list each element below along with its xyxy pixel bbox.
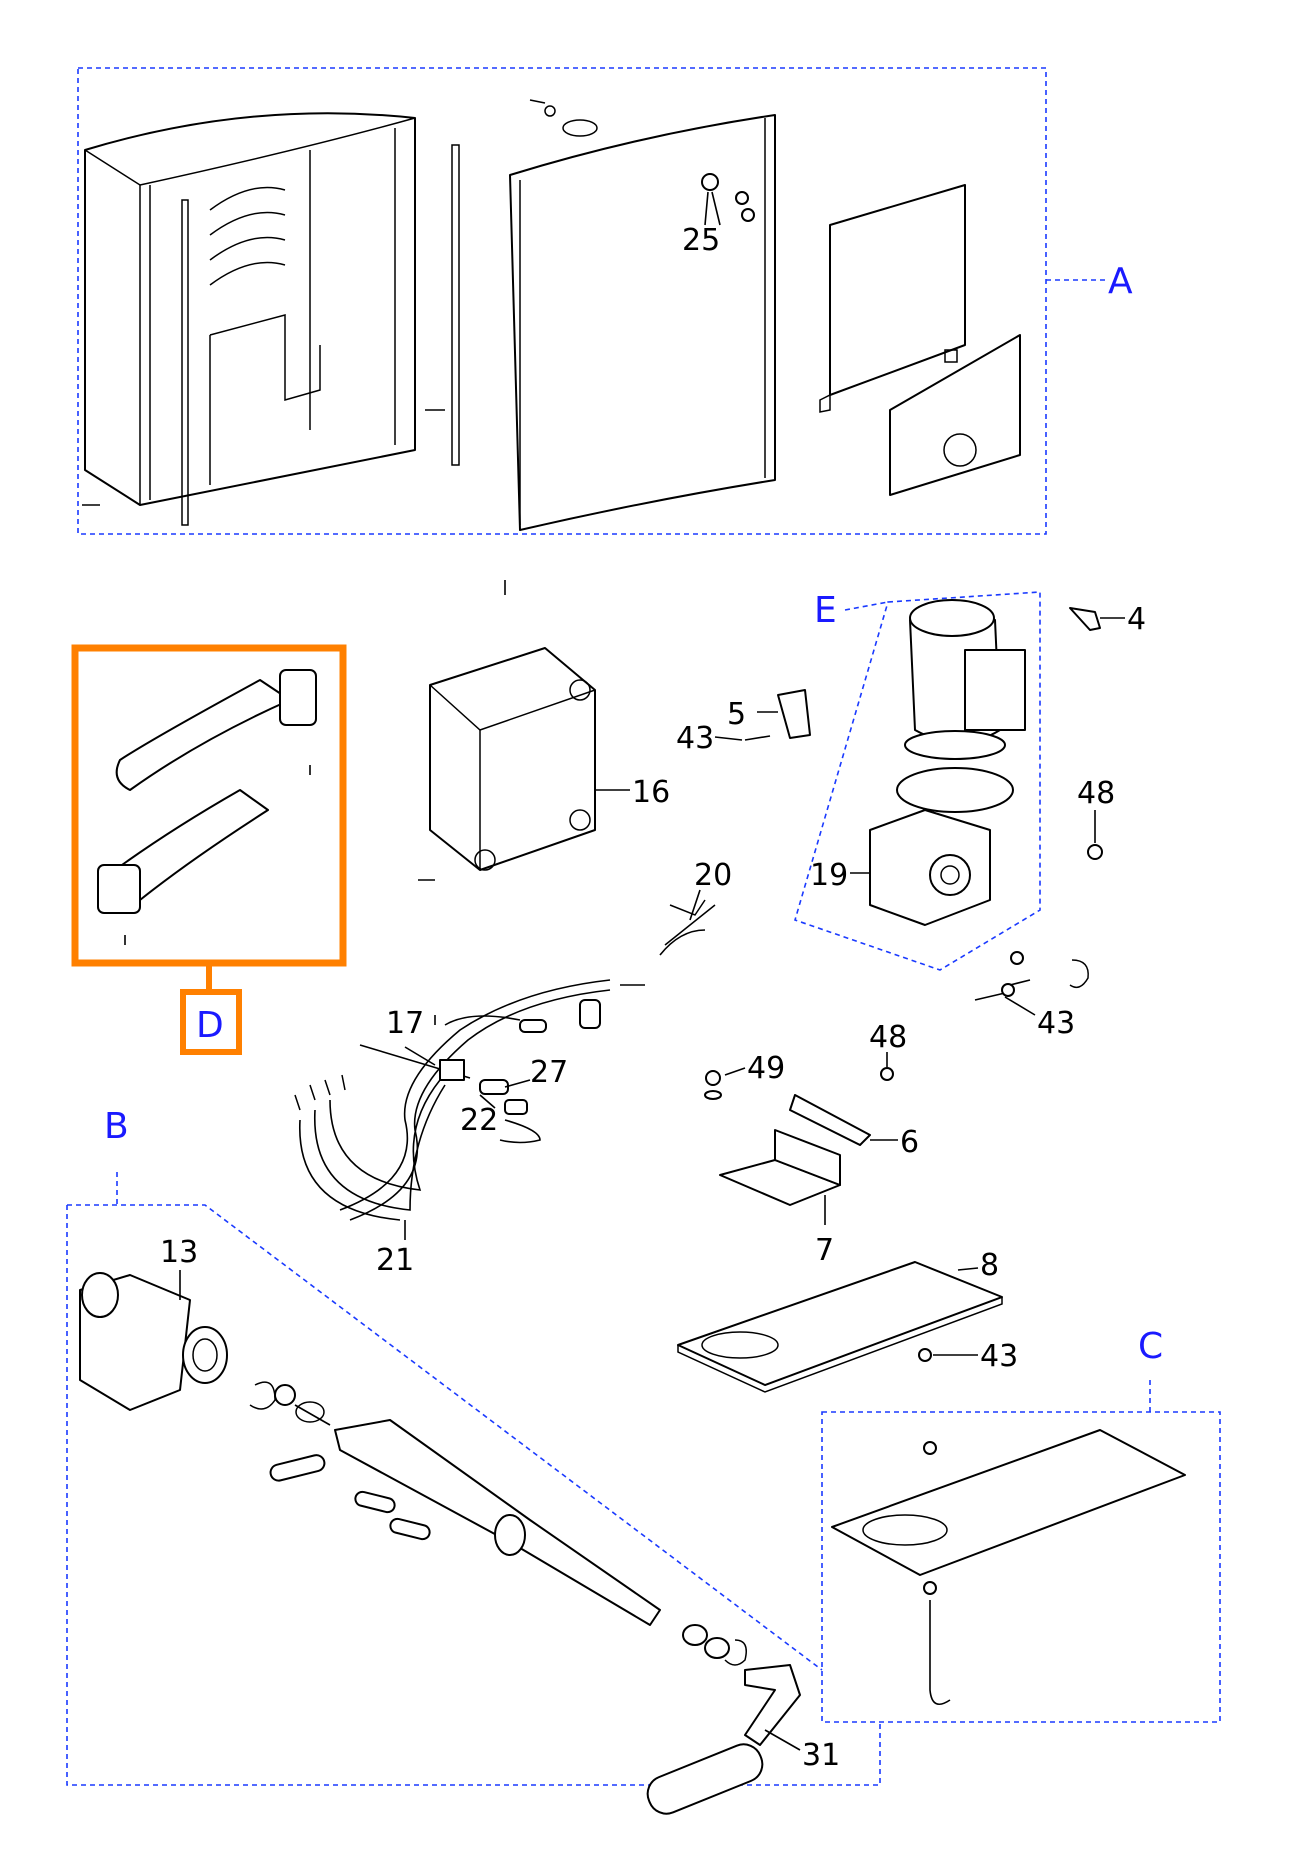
callout-48-upper: 48: [1077, 776, 1115, 811]
callout-49: 49: [747, 1051, 785, 1086]
mounting-plate: [819, 184, 1021, 496]
callout-31: 31: [802, 1738, 840, 1773]
callout-48-lower: 48: [869, 1020, 907, 1055]
callout-43-middle: 43: [1037, 1006, 1075, 1041]
group-d-release-lever: D: [71, 644, 347, 1055]
seal-strip: [451, 144, 460, 466]
callout-8: 8: [980, 1248, 999, 1283]
callout-7: 7: [815, 1233, 834, 1268]
callout-20: 20: [694, 858, 732, 893]
control-box: [418, 580, 630, 881]
lock-with-keys: [701, 173, 755, 226]
callout-5: 5: [727, 697, 746, 732]
nut-48-lower: [880, 1067, 894, 1081]
base-plate-8: [677, 1261, 1003, 1393]
bracket-5: [777, 689, 811, 739]
group-c-label: C: [1138, 1326, 1163, 1367]
group-d-label-box: [180, 989, 242, 1055]
callout-17: 17: [386, 1006, 424, 1041]
mounting-bracket-7: [719, 1129, 841, 1225]
callout-16: 16: [632, 775, 670, 810]
group-e-motor: E: [794, 590, 1041, 971]
group-b-frame-top: [67, 1204, 823, 1671]
angle-bracket-6: [789, 1094, 898, 1146]
callout-21: 21: [376, 1243, 414, 1278]
group-e-frame: [794, 591, 1041, 971]
group-a-frame: [77, 67, 1047, 535]
group-a-housing: A: [77, 67, 1133, 535]
callout-22: 22: [460, 1103, 498, 1138]
group-b-label: B: [104, 1106, 129, 1147]
screw-43-lower: [918, 1348, 932, 1362]
screws-and-clip: [974, 951, 1089, 1016]
group-a-label: A: [1108, 261, 1133, 302]
nut-49: [704, 1067, 746, 1100]
group-b-frame-rest: [66, 1205, 881, 1786]
group-d-label: D: [196, 1005, 224, 1046]
callout-4: 4: [1127, 602, 1146, 637]
callout-13: 13: [160, 1235, 198, 1270]
bracket-4: [1069, 607, 1101, 631]
group-e-label: E: [814, 590, 837, 631]
group-c-foundation-plate: C: [821, 1326, 1221, 1723]
group-b-release-shaft: B: [66, 1106, 881, 1815]
callout-19: 19: [810, 858, 848, 893]
callout-27: 27: [530, 1055, 568, 1090]
callout-6: 6: [900, 1125, 919, 1160]
nut-48-upper: [1087, 844, 1103, 860]
callout-43-upper: 43: [676, 721, 714, 756]
cover-shell: [82, 112, 416, 526]
callout-43-lower: 43: [980, 1339, 1018, 1374]
wiring-harness: [294, 899, 716, 1240]
front-door-panel: [509, 99, 776, 531]
group-c-frame: [821, 1411, 1221, 1723]
callout-25: 25: [682, 223, 720, 258]
